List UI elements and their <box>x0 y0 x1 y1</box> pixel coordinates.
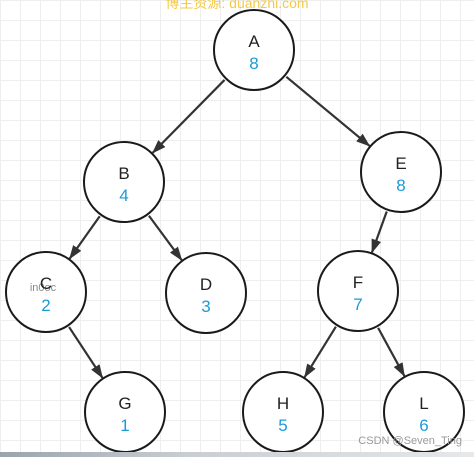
node-a: A8 <box>212 8 296 92</box>
node-shape <box>83 370 167 454</box>
node-value: 4 <box>119 186 128 205</box>
node-l: L6 <box>382 370 466 454</box>
edge-c-g <box>68 326 104 379</box>
node-label: C <box>40 274 52 293</box>
node-d: D3 <box>164 251 248 335</box>
node-value: 8 <box>396 176 405 195</box>
node-g: G1 <box>83 370 167 454</box>
node-label: D <box>200 275 212 294</box>
node-shape <box>82 140 166 224</box>
node-shape <box>4 250 88 334</box>
node-shape <box>316 249 400 333</box>
node-label: E <box>395 154 406 173</box>
edge-b-d <box>148 215 183 261</box>
node-value: 3 <box>201 297 210 316</box>
edge-e-f <box>370 211 388 254</box>
node-value: 5 <box>278 416 287 435</box>
node-value: 6 <box>419 416 428 435</box>
window-bottom-bar <box>0 452 474 457</box>
node-value: 7 <box>353 295 362 314</box>
edge-f-h <box>303 326 337 379</box>
node-label: G <box>118 394 131 413</box>
node-value: 8 <box>249 54 258 73</box>
edge-a-b <box>151 79 226 154</box>
node-value: 1 <box>120 416 129 435</box>
node-label: L <box>419 394 428 413</box>
edge-b-c <box>68 215 101 260</box>
node-label: A <box>248 32 260 51</box>
node-b: B4 <box>82 140 166 224</box>
node-e: E8 <box>359 130 443 214</box>
node-label: B <box>118 164 129 183</box>
node-shape <box>359 130 443 214</box>
node-f: F7 <box>316 249 400 333</box>
node-shape <box>164 251 248 335</box>
node-shape <box>241 370 325 454</box>
node-value: 2 <box>41 296 50 315</box>
edge-f-l <box>377 327 406 377</box>
node-label: H <box>277 394 289 413</box>
node-h: H5 <box>241 370 325 454</box>
node-shape <box>212 8 296 92</box>
node-shape <box>382 370 466 454</box>
edge-layer <box>68 75 406 379</box>
node-ghost-text: in0oc <box>30 282 57 294</box>
edge-a-e <box>285 75 371 147</box>
node-label: F <box>353 273 363 292</box>
